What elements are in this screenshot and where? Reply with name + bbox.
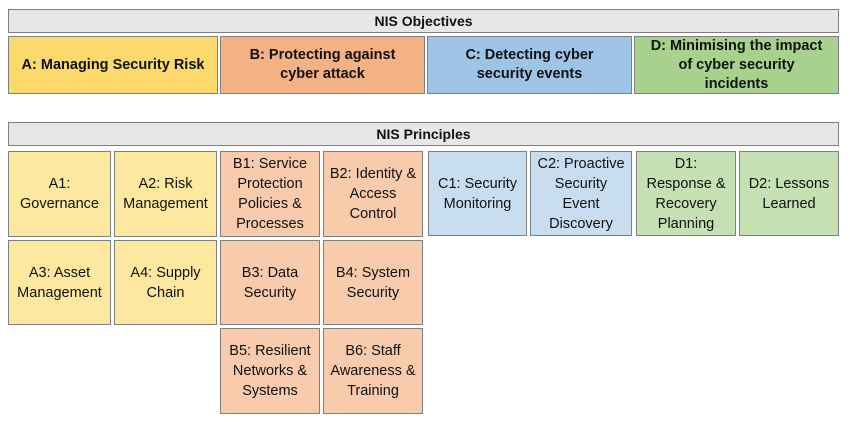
principle-b1-label: B1: Service Protection Policies & Proces… [232,156,308,232]
principle-d2-label: D2: Lessons Learned [748,175,830,212]
principle-d2: D2: Lessons Learned [739,151,839,236]
objective-a-label: A: Managing Security Risk [21,56,205,73]
principle-b3-label: B3: Data Security [241,264,299,301]
objective-d: D: Minimising the impact of cyber securi… [634,36,839,94]
principle-b4-label: B4: System Security [335,264,411,301]
principles-header-label: NIS Principles [376,126,471,142]
principle-a1-label: A1: Governance [20,176,99,212]
principle-b2-label: B2: Identity & Access Control [329,166,417,222]
principle-a4-label: A4: Supply Chain [130,264,201,301]
principle-a2: A2: Risk Management [114,151,217,237]
principles-header: NIS Principles [8,122,839,146]
principle-b1: B1: Service Protection Policies & Proces… [220,151,320,237]
principle-b3: B3: Data Security [220,240,320,325]
principle-b6-label: B6: Staff Awareness & Training [330,343,416,399]
principle-a1: A1: Governance [8,151,111,237]
principle-b5: B5: Resilient Networks & Systems [220,328,320,414]
principle-a2-label: A2: Risk Management [123,176,208,212]
objectives-header-label: NIS Objectives [374,13,473,29]
objective-b-label: B: Protecting against cyber attack [249,47,396,82]
principle-c1: C1: Security Monitoring [428,151,527,236]
principle-a4: A4: Supply Chain [114,240,217,325]
principle-a3: A3: Asset Management [8,240,111,325]
objectives-header: NIS Objectives [8,9,839,33]
principle-d1-label: D1: Response & Recovery Planning [646,155,726,232]
objective-a: A: Managing Security Risk [8,36,218,94]
principle-b2: B2: Identity & Access Control [323,151,423,237]
principle-a3-label: A3: Asset Management [17,264,102,301]
principle-b5-label: B5: Resilient Networks & Systems [229,343,311,399]
objective-d-label: D: Minimising the impact of cyber securi… [650,37,823,92]
principle-d1: D1: Response & Recovery Planning [636,151,736,236]
principle-b6: B6: Staff Awareness & Training [323,328,423,414]
objective-c-label: C: Detecting cyber security events [465,47,594,82]
principle-c2-label: C2: Proactive Security Event Discovery [537,155,625,232]
principle-b4: B4: System Security [323,240,423,325]
principle-c1-label: C1: Security Monitoring [438,175,517,212]
principle-c2: C2: Proactive Security Event Discovery [530,151,632,236]
objective-b: B: Protecting against cyber attack [220,36,425,94]
objective-c: C: Detecting cyber security events [427,36,632,94]
